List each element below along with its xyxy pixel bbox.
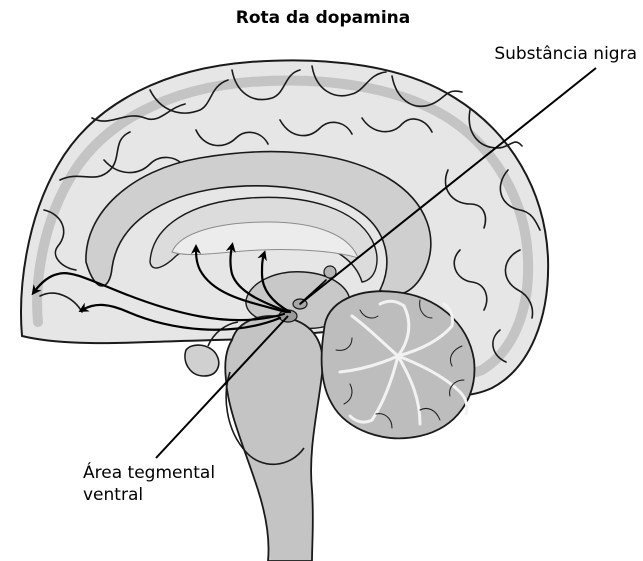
vta-label-line1: Área tegmental (83, 461, 215, 483)
cerebellum (322, 291, 475, 438)
pituitary (185, 345, 219, 376)
brainstem-body (225, 316, 323, 561)
vta-label-line2: ventral (83, 485, 143, 505)
diagram-title: Rota da dopamina (236, 8, 410, 28)
substantia-nigra-label: Substância nigra (494, 44, 637, 64)
